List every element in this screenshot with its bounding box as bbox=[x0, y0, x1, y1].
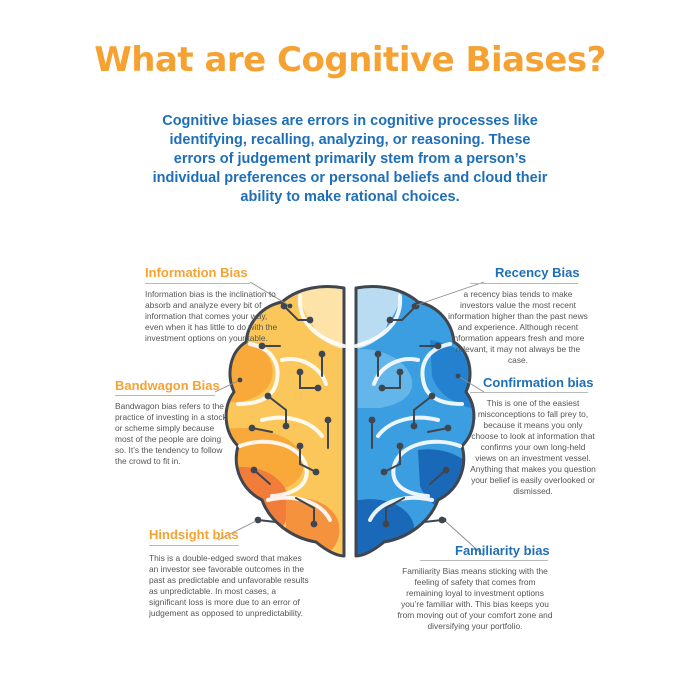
confirmation-bias-title: Confirmation bias bbox=[483, 375, 594, 390]
information-bias-rule bbox=[145, 283, 250, 284]
hindsight-bias-rule bbox=[149, 545, 239, 546]
intro-paragraph: Cognitive biases are errors in cognitive… bbox=[152, 113, 548, 205]
hindsight-bias-title: Hindsight bias bbox=[149, 527, 239, 542]
bandwagon-bias-rule bbox=[115, 395, 215, 396]
connector-bandwagon bbox=[214, 379, 241, 393]
connector-familiarity bbox=[443, 519, 485, 557]
connector-confirmation bbox=[457, 375, 485, 393]
familiarity-bias-title: Familiarity bias bbox=[455, 543, 550, 558]
confirmation-bias-rule bbox=[470, 392, 588, 393]
hindsight-bias-text: This is a double-edged sword that makes … bbox=[149, 553, 309, 618]
information-bias-title: Information Bias bbox=[145, 265, 248, 280]
right-hemisphere-outline bbox=[354, 285, 476, 558]
recency-bias-rule bbox=[470, 283, 578, 284]
recency-bias-title: Recency Bias bbox=[495, 265, 580, 280]
left-hemisphere-outline bbox=[224, 285, 346, 558]
recency-bias-text: a recency bias tends to make investors v… bbox=[448, 289, 588, 365]
connector-recency bbox=[413, 281, 485, 307]
page-title: What are Cognitive Biases? bbox=[94, 40, 606, 80]
information-bias-text: Information bias is the inclination to a… bbox=[145, 289, 278, 343]
bandwagon-bias-text: Bandwagon bias refers to the practice of… bbox=[115, 401, 227, 466]
connector-hindsight bbox=[217, 519, 259, 541]
bandwagon-bias-title: Bandwagon Bias bbox=[115, 378, 220, 393]
confirmation-bias-text: This is one of the easiest misconception… bbox=[470, 398, 596, 496]
connector-information bbox=[249, 281, 291, 307]
familiarity-bias-rule bbox=[420, 560, 548, 561]
familiarity-bias-text: Familiarity Bias means sticking with the… bbox=[397, 566, 553, 631]
